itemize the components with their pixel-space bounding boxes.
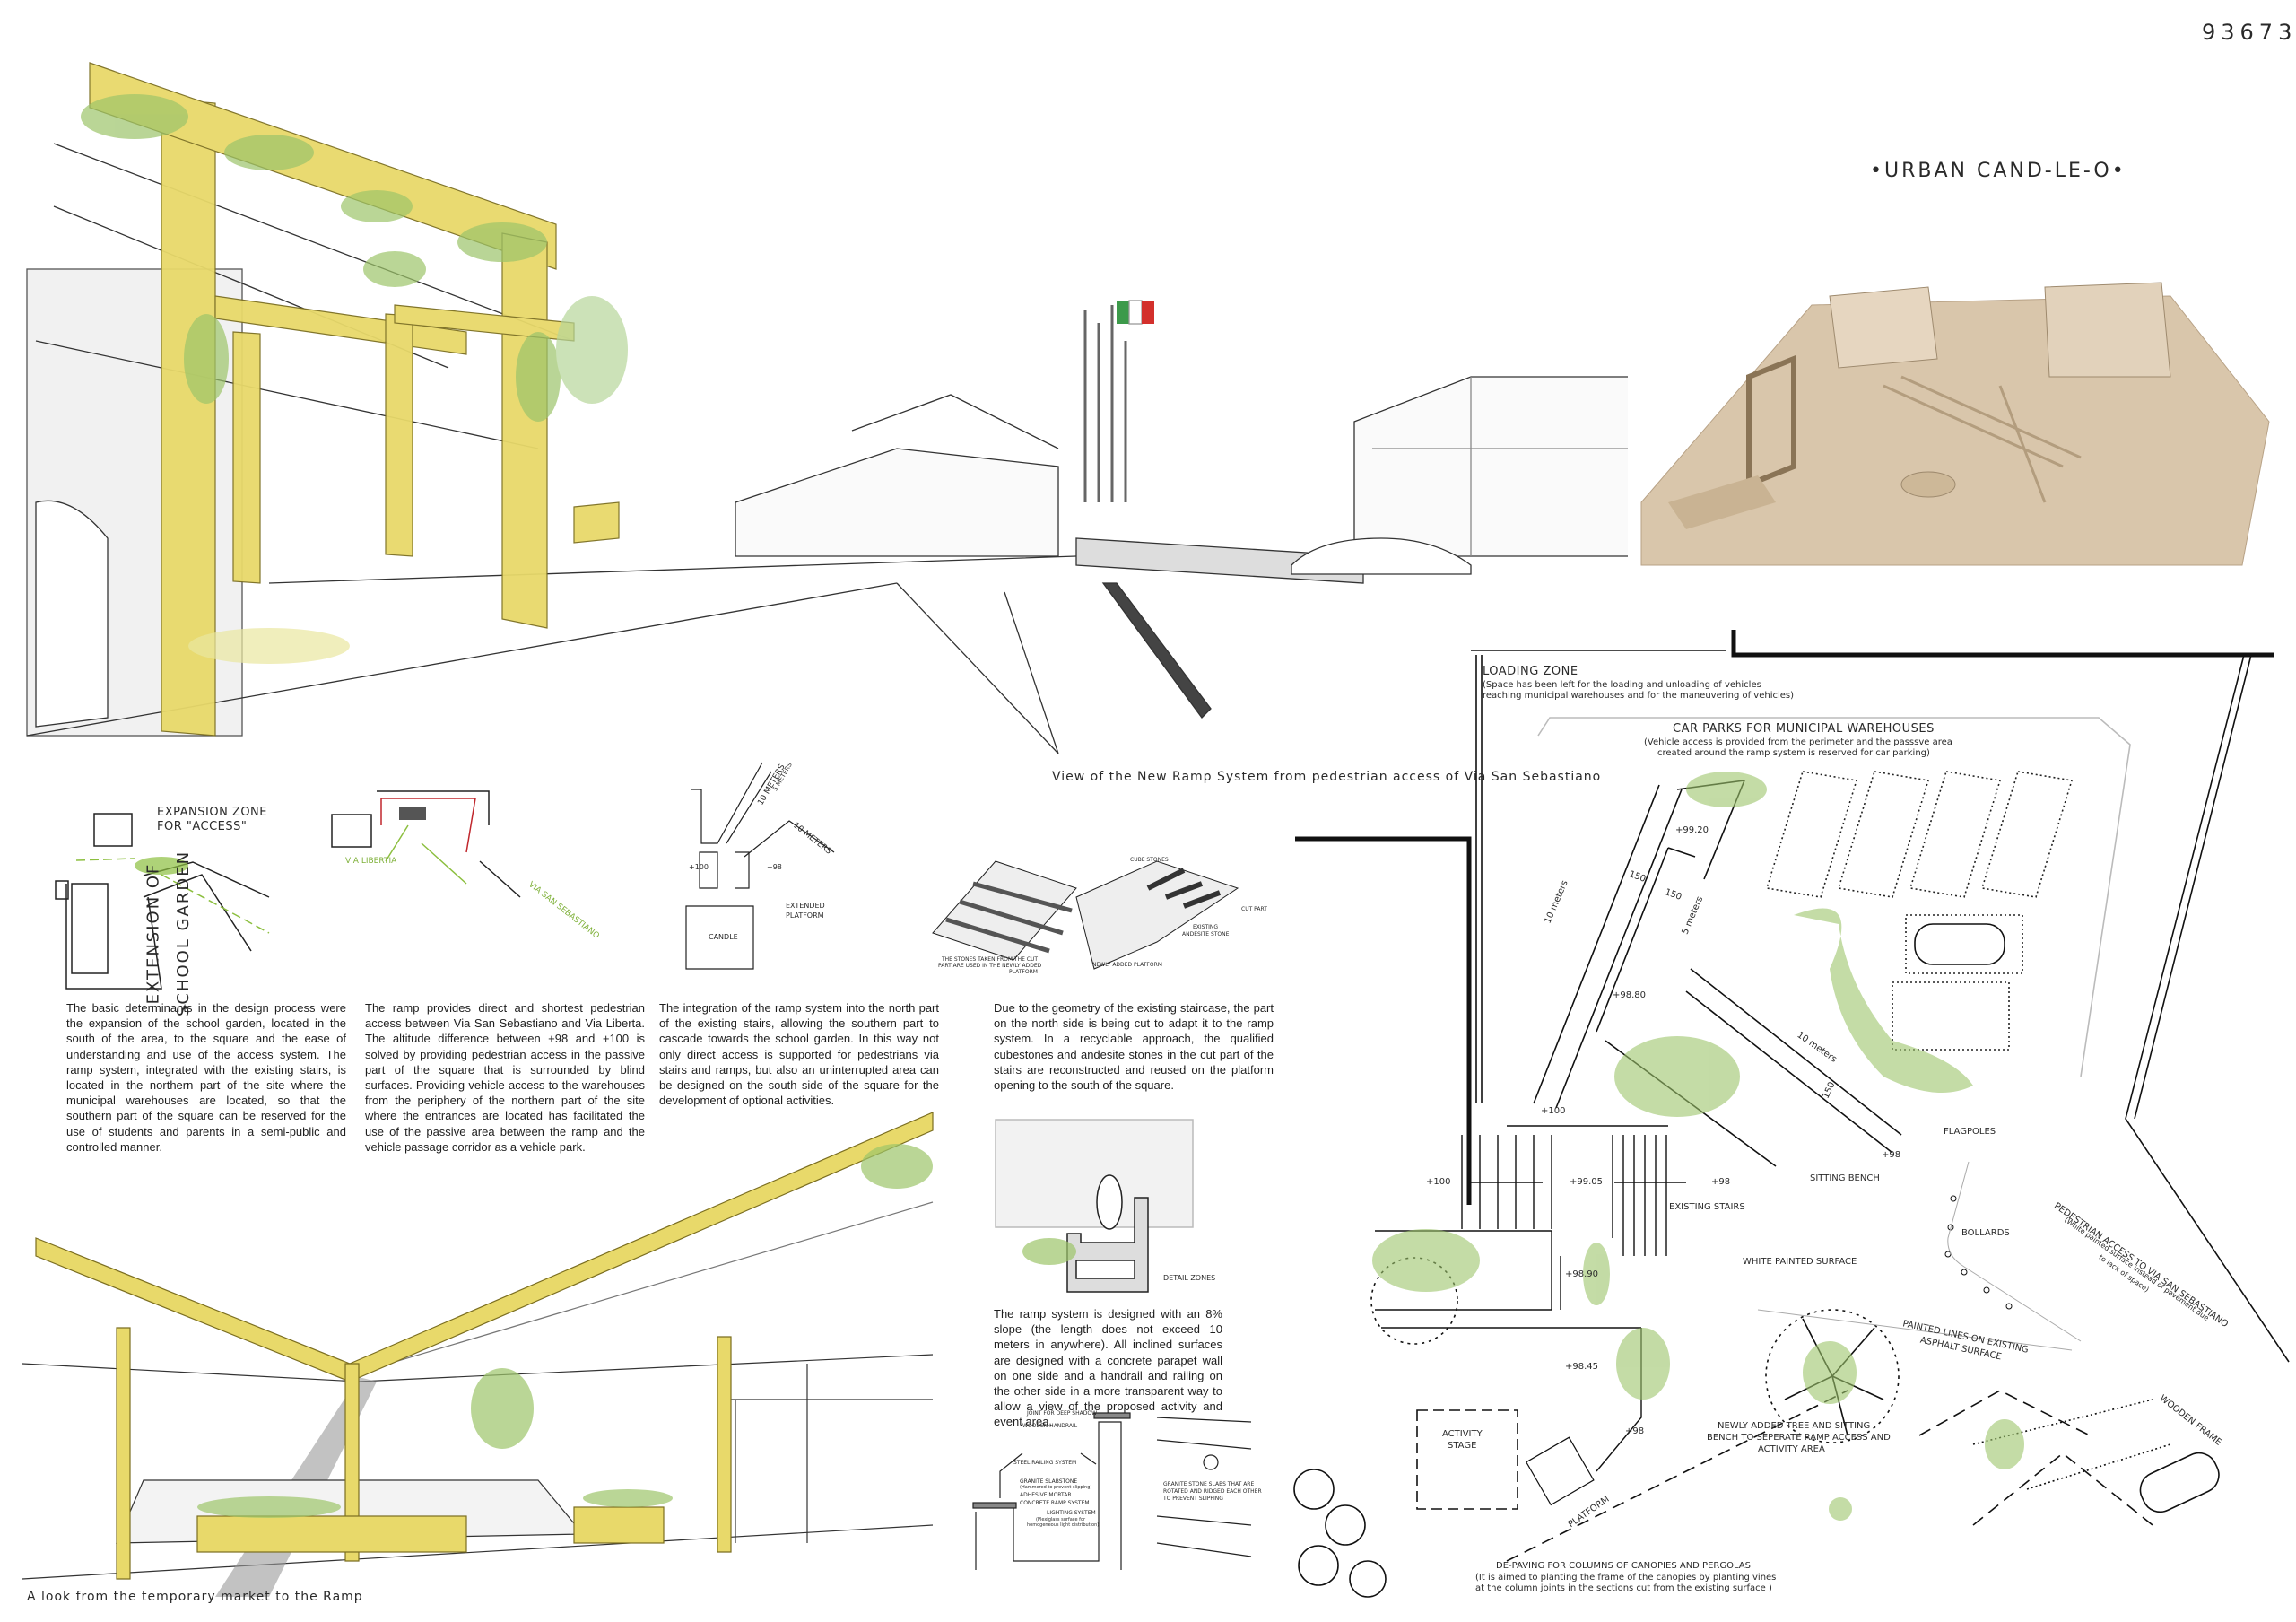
diagram-ramp-plan bbox=[685, 762, 835, 970]
construction-details bbox=[972, 1412, 1252, 1570]
car-parks-note-1: (Vehicle access is provided from the per… bbox=[1644, 737, 1952, 747]
timber-frames-top bbox=[89, 62, 620, 737]
andesite-label-1: EXISTING bbox=[1193, 924, 1219, 930]
via-liberta-label: VIA LIBERTIA bbox=[345, 857, 397, 866]
loading-zone-note-2: reaching municipal warehouses and for th… bbox=[1483, 691, 1795, 701]
loading-zone-label: LOADING ZONE bbox=[1483, 665, 1578, 678]
ramp-level-low: +98 bbox=[767, 863, 782, 871]
car-parks-note-2: created around the ramp system is reserv… bbox=[1657, 748, 1930, 758]
activity-stage-label-1: ACTIVITY bbox=[1442, 1429, 1483, 1439]
paragraph-stairs-integration: The integration of the ramp system into … bbox=[659, 1001, 939, 1108]
reuse-label-1: THE STONES TAKEN FROM THE CUT bbox=[942, 956, 1039, 963]
depaving-note-2: at the column joints in the sections cut… bbox=[1475, 1583, 1772, 1593]
extended-platform-label-2: PLATFORM bbox=[786, 911, 824, 920]
vegetation-bottom bbox=[197, 1144, 933, 1518]
loading-zone-note-1: (Space has been left for the loading and… bbox=[1483, 680, 1761, 690]
cube-stones-label: CUBE STONES bbox=[1130, 857, 1169, 863]
andesite-label-2: ANDESITE STONE bbox=[1182, 931, 1230, 937]
bollards-label: BOLLARDS bbox=[1961, 1228, 2010, 1238]
tree-label-2: BENCH TO SEPERATE RAMP ACCESS AND bbox=[1707, 1433, 1891, 1443]
detail-slabstone-note: (Hammered to prevent slipping) bbox=[1020, 1485, 1092, 1490]
level-100-ramp: +100 bbox=[1541, 1106, 1566, 1116]
flagpoles-label: FLAGPOLES bbox=[1944, 1127, 1996, 1137]
expansion-zone-label: EXPANSION ZONE bbox=[157, 806, 267, 819]
detail-mortar-label: ADHESIVE MORTAR bbox=[1020, 1492, 1072, 1498]
diagram-access-zone bbox=[55, 813, 270, 990]
paragraph-ramp-access: The ramp provides direct and shortest pe… bbox=[365, 1001, 645, 1154]
detail-zones-label: DETAIL ZONES bbox=[1163, 1274, 1216, 1282]
detail-joint-label: JOINT FOR DEEP SHADOW bbox=[1027, 1410, 1097, 1417]
paragraph-design-determinants: The basic determinants in the design pro… bbox=[66, 1001, 346, 1154]
diagram-stone-axonometric bbox=[932, 860, 1239, 970]
reuse-label-3: PLATFORM bbox=[1009, 969, 1038, 975]
white-surface-label: WHITE PAINTED SURFACE bbox=[1743, 1257, 1857, 1267]
sitting-bench-label: SITTING BENCH bbox=[1810, 1173, 1880, 1183]
new-platform-label: NEWLY ADDED PLATFORM bbox=[1092, 962, 1162, 968]
detail-granite-1: GRANITE STONE SLABS THAT ARE bbox=[1163, 1481, 1255, 1487]
detail-lighting-note-2: homogeneous light distribution) bbox=[1027, 1522, 1100, 1528]
project-title: •URBAN CAND-LE-O• bbox=[1870, 160, 2126, 182]
level-98-80: +98.80 bbox=[1613, 990, 1647, 1000]
caption-top-view: View of the New Ramp System from pedestr… bbox=[1052, 770, 1602, 784]
car-parks-label: CAR PARKS FOR MUNICIPAL WAREHOUSES bbox=[1673, 722, 1935, 736]
detail-granite-3: TO PREVENT SLIPPING bbox=[1163, 1496, 1223, 1502]
detail-slabstone-label: GRANITE SLABSTONE bbox=[1020, 1478, 1078, 1485]
level-99-05: +99.05 bbox=[1570, 1177, 1604, 1187]
existing-stairs-label: EXISTING STAIRS bbox=[1669, 1202, 1745, 1212]
paragraph-stone-reuse: Due to the geometry of the existing stai… bbox=[994, 1001, 1274, 1093]
site-plan bbox=[1293, 630, 2290, 1598]
ramp-level-high: +100 bbox=[689, 863, 709, 871]
plan-vegetation bbox=[1372, 772, 2024, 1521]
school-garden-label-2: SCHOOL GARDEN bbox=[174, 850, 194, 1017]
expansion-zone-label-2: FOR "ACCESS" bbox=[157, 820, 248, 833]
detail-granite-2: ROTATED AND RIDGED EACH OTHER bbox=[1163, 1488, 1262, 1495]
caption-bottom-view: A look from the temporary market to the … bbox=[27, 1590, 363, 1604]
level-98-flagpoles: +98 bbox=[1882, 1150, 1901, 1160]
level-98-platform: +98 bbox=[1625, 1426, 1645, 1436]
detail-railing-label: STEEL RAILING SYSTEM bbox=[1013, 1460, 1077, 1466]
level-99-20: +99.20 bbox=[1675, 825, 1709, 835]
detail-lighting-label: LIGHTING SYSTEM bbox=[1047, 1510, 1096, 1516]
candle-label: CANDLE bbox=[709, 933, 738, 941]
reuse-label-2: PART ARE USED IN THE NEWLY ADDED bbox=[938, 963, 1042, 969]
tree-label-3: ACTIVITY AREA bbox=[1758, 1444, 1825, 1454]
level-100-left: +100 bbox=[1426, 1177, 1451, 1187]
diagram-routes bbox=[331, 790, 521, 898]
level-98-90: +98.90 bbox=[1565, 1269, 1599, 1279]
detail-concrete-label: CONCRETE RAMP SYSTEM bbox=[1020, 1500, 1090, 1506]
extended-platform-label-1: EXTENDED bbox=[786, 902, 825, 910]
detail-handrail-label: WOODEN HANDRAIL bbox=[1022, 1423, 1078, 1429]
tree-label-1: NEWLY ADDED TREE AND SITTING bbox=[1718, 1421, 1871, 1431]
depaving-label: DE-PAVING FOR COLUMNS OF CANOPIES AND PE… bbox=[1496, 1561, 1751, 1571]
level-98-45: +98.45 bbox=[1565, 1362, 1599, 1372]
cut-part-label: CUT PART bbox=[1241, 906, 1267, 912]
school-garden-label-1: EXTENSION OF bbox=[144, 862, 163, 1005]
vines-top bbox=[81, 94, 628, 664]
depaving-note-1: (It is aimed to planting the frame of th… bbox=[1475, 1573, 1777, 1583]
detail-lighting-note-1: (Plexiglass surface for bbox=[1036, 1517, 1086, 1522]
level-98-stairs: +98 bbox=[1711, 1177, 1731, 1187]
ramp-section-sketch bbox=[995, 1119, 1194, 1293]
physical-model-photo bbox=[1628, 274, 2274, 574]
project-id: 93673 bbox=[2202, 20, 2296, 45]
activity-stage-label-2: STAGE bbox=[1448, 1441, 1477, 1451]
paragraph-ramp-slope: The ramp system is designed with an 8% s… bbox=[994, 1307, 1222, 1429]
timber-canopy-bottom bbox=[35, 1112, 934, 1580]
